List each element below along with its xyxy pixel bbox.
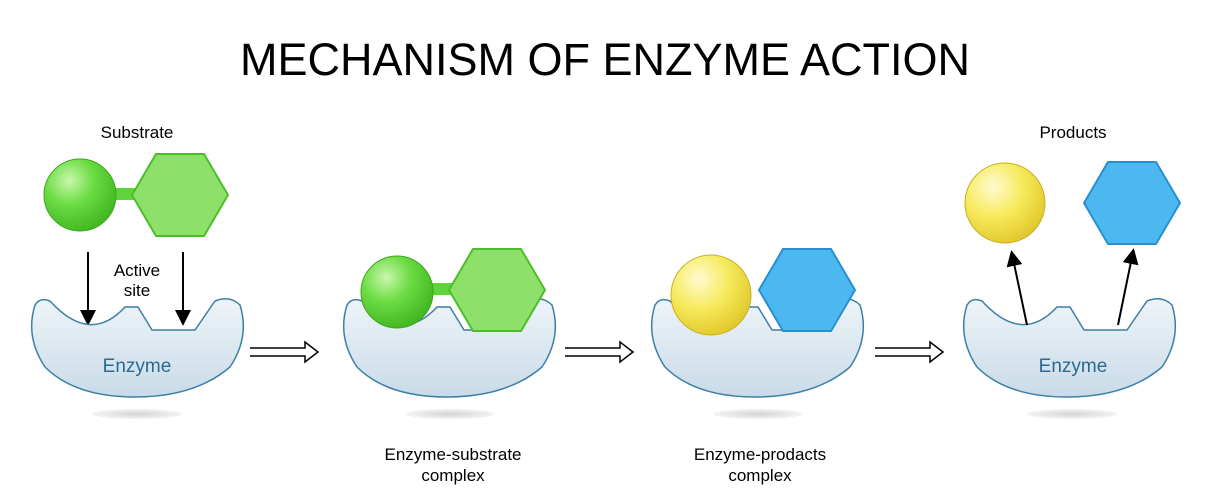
shadow (1027, 409, 1117, 419)
es-complex-label-1: Enzyme-substrate (385, 445, 522, 464)
bound-products (670, 248, 857, 336)
shadow (92, 409, 182, 419)
product-hexagon (1082, 161, 1182, 245)
substrate-molecule (43, 153, 230, 237)
process-arrow-1 (249, 341, 319, 363)
shadow (713, 409, 803, 419)
enzyme-label: Enzyme (1039, 356, 1108, 377)
process-arrow-3 (874, 341, 944, 363)
process-arrow-2 (564, 341, 634, 363)
enzyme-label: Enzyme (103, 356, 172, 377)
page-title: MECHANISM OF ENZYME ACTION (240, 34, 970, 85)
ep-complex-label-2: complex (728, 466, 792, 485)
ep-complex-label-1: Enzyme-prodacts (694, 445, 826, 464)
active-site-label-1: Active (114, 261, 160, 280)
bound-substrate (360, 248, 547, 332)
product-sphere (964, 162, 1046, 244)
es-complex-label-2: complex (421, 466, 485, 485)
shadow (405, 409, 495, 419)
products-label: Products (1039, 123, 1106, 142)
active-site-label-2: site (124, 281, 150, 300)
arrow-up-right (1117, 248, 1139, 326)
substrate-label: Substrate (101, 123, 174, 142)
enzyme (30, 298, 245, 398)
enzyme (962, 298, 1177, 398)
arrow-up-left (1006, 250, 1028, 326)
